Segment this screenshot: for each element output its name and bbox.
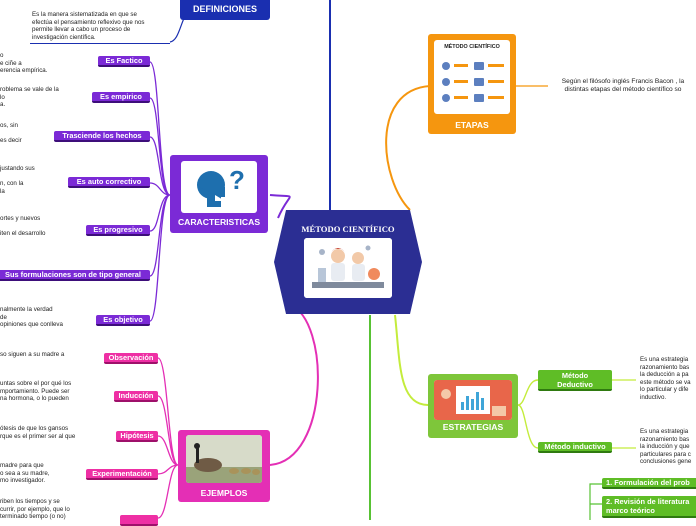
tag-trasciende-los-hechos[interactable]: Trasciende los hechos: [54, 131, 150, 142]
text-induccion: untas sobre el por qué los mportamiento.…: [0, 380, 72, 403]
etapas-text: Según el filósofo inglés Francis Bacon ,…: [561, 78, 685, 94]
etapas-label: ETAPAS: [455, 120, 489, 130]
text-es-objetivo: nalmente la verdad de opiniones que conl…: [0, 306, 63, 329]
tag-es-objetivo[interactable]: Es objetivo: [96, 315, 150, 326]
method-steps-diagram: [442, 62, 504, 102]
tag-es-factico[interactable]: Es Factico: [98, 56, 150, 67]
etapas-image: MÉTODO CIENTÍFICO: [434, 40, 510, 114]
central-topic[interactable]: MÉTODO CIENTÍFICO: [274, 210, 422, 314]
step-1[interactable]: 1. Formulación del prob: [602, 478, 696, 489]
estrategias-label: ESTRATEGIAS: [442, 422, 504, 432]
head-question-icon: ?: [197, 165, 245, 207]
scientists-icon: [304, 238, 392, 298]
connector-estrategias-items: [517, 379, 539, 449]
connector-ejemplos-items: [157, 357, 179, 519]
caracteristicas-image-box: ?: [181, 161, 257, 213]
etapas-card[interactable]: MÉTODO CIENTÍFICO ETAPAS: [428, 34, 516, 134]
ejemplos-card[interactable]: EJEMPLOS: [178, 430, 270, 502]
text-es-progresivo: ortes y nuevos iten el desarrollo: [0, 215, 46, 238]
text-observacion: so siguen a su madre a: [0, 351, 65, 358]
svg-text:?: ?: [229, 165, 245, 195]
definiciones-partial-text: o e ciñe a erencia empírica.: [0, 52, 48, 75]
tag-es-auto-correctivo[interactable]: Es auto correctivo: [68, 177, 150, 188]
connector-etapas: [385, 85, 431, 211]
estrategias-card[interactable]: ESTRATEGIAS: [428, 374, 518, 438]
ejemplos-label: EJEMPLOS: [200, 488, 248, 498]
text-trasciende-los-hechos: os, sin es decir: [0, 122, 22, 145]
connector-caracteristicas-items: [149, 61, 171, 322]
etapas-card-title: MÉTODO CIENTÍFICO: [444, 44, 500, 50]
caracteristicas-card[interactable]: ? CARACTERISTICAS: [170, 155, 268, 233]
tag-es-progresivo[interactable]: Es progresivo: [86, 225, 150, 236]
definiciones-text-underline: [30, 43, 170, 44]
connector-ejemplos: [269, 304, 319, 466]
text-es-empirico: roblema se vale de la lo a.: [0, 86, 59, 109]
step-2[interactable]: 2. Revisión de literatura marco teórico: [602, 496, 696, 518]
text-es-auto-correctivo: justando sus n, con la la: [0, 165, 35, 195]
definiciones-label: DEFINICIONES: [192, 4, 257, 14]
caracteristicas-label: CARACTERISTICAS: [177, 217, 261, 227]
estrategias-image: [434, 380, 512, 420]
tag-formulaciones-generales[interactable]: Sus formulaciones son de tipo general: [0, 270, 150, 281]
ejemplos-image: [186, 435, 262, 483]
definiciones-text: Es la manera sistematizada en que se efe…: [32, 11, 145, 41]
text-metodo-inductivo: Es una estrategia razonamiento bas la in…: [640, 428, 692, 466]
connector-steps-branch: [589, 483, 602, 520]
tag-metodo-inductivo[interactable]: Método inductivo: [538, 442, 612, 453]
text-metodo-deductivo: Es una estrategia razonamiento bas la de…: [640, 356, 691, 401]
central-title: MÉTODO CIENTÍFICO: [301, 224, 395, 234]
text-conclusion: riben los tiempos y se currir, por ejemp…: [0, 498, 70, 521]
tag-hipotesis[interactable]: Hipótesis: [116, 431, 158, 442]
definiciones-card[interactable]: DEFINICIONES: [180, 0, 270, 20]
text-hipotesis: ótesis de que los gansos rque es el prim…: [0, 425, 76, 440]
connector-caracteristicas: [269, 194, 291, 219]
strategy-chart-icon: [434, 380, 512, 420]
tag-experimentacion[interactable]: Experimentación: [86, 469, 158, 480]
tag-conclusion[interactable]: [120, 515, 158, 526]
tag-induccion[interactable]: Inducción: [114, 391, 158, 402]
connector-estrategias: [394, 314, 429, 406]
geese-photo-icon: [186, 435, 262, 483]
text-experimentacion: madre para que o sea a su madre, mo inve…: [0, 462, 50, 485]
tag-observacion[interactable]: Observación: [104, 353, 158, 364]
tag-es-empirico[interactable]: Es empirico: [92, 92, 150, 103]
tag-metodo-deductivo[interactable]: Método Deductivo: [538, 370, 612, 391]
central-image: [304, 238, 392, 298]
